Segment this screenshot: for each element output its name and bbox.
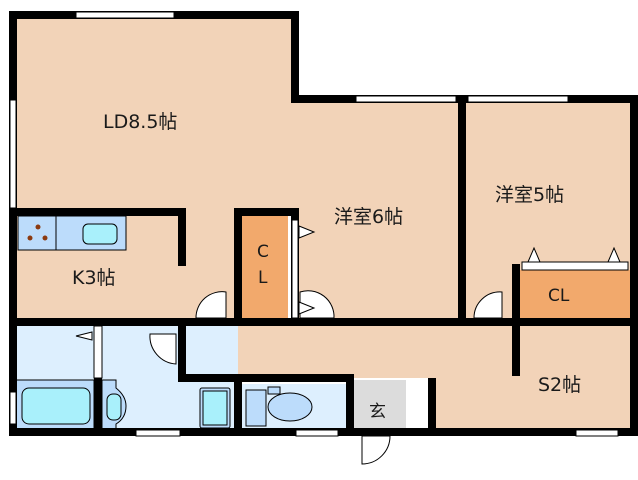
bathtub-icon bbox=[21, 387, 91, 425]
burner-icon bbox=[27, 235, 33, 241]
window-bath-left bbox=[9, 391, 17, 425]
burner-icon bbox=[35, 224, 41, 230]
toilet-bowl-icon bbox=[267, 392, 313, 422]
arrow-icon bbox=[607, 246, 621, 263]
room-label-western5: 洋室5帖 bbox=[495, 184, 565, 206]
closet-door-vertical bbox=[291, 219, 299, 319]
room-storage bbox=[436, 322, 632, 432]
closet-label-l: L bbox=[258, 268, 268, 288]
entrance-floor bbox=[354, 380, 406, 432]
arrow-icon bbox=[298, 225, 316, 239]
arrow-icon bbox=[527, 246, 541, 263]
closet-label-c: C bbox=[257, 242, 269, 262]
door-entrance bbox=[361, 435, 391, 465]
fixtures bbox=[15, 215, 342, 433]
closet-label-cl: CL bbox=[548, 286, 570, 306]
room-label-kitchen: K3帖 bbox=[72, 267, 116, 289]
burner-icon bbox=[42, 235, 48, 241]
bath-door bbox=[93, 325, 103, 379]
room-label-western6: 洋室6帖 bbox=[334, 206, 404, 228]
toilet-lid-icon bbox=[267, 386, 281, 395]
room-western6 bbox=[292, 100, 462, 322]
closet-door-horizontal bbox=[521, 261, 629, 271]
closet-horizontal bbox=[520, 270, 630, 320]
window-wash-bottom bbox=[135, 429, 181, 437]
washing-machine-icon bbox=[202, 390, 228, 426]
door-w5 bbox=[473, 291, 503, 319]
arrow-icon bbox=[75, 331, 93, 341]
sink-basin-icon bbox=[82, 223, 118, 245]
arrow-icon bbox=[298, 301, 316, 315]
entrance-label: 玄 bbox=[369, 402, 386, 422]
room-fills bbox=[16, 18, 632, 432]
window-ld-left bbox=[9, 99, 17, 209]
window-w6-top bbox=[355, 95, 457, 103]
door-wash bbox=[149, 333, 177, 365]
stove-counter bbox=[17, 215, 57, 251]
window-storage-bottom bbox=[575, 429, 619, 437]
room-label-ld: LD8.5帖 bbox=[103, 111, 178, 133]
room-ld bbox=[16, 18, 292, 210]
washbasin-icon bbox=[106, 393, 122, 421]
windows bbox=[9, 11, 619, 437]
door-kitchen bbox=[195, 291, 227, 319]
door-w6 bbox=[299, 290, 335, 319]
doors bbox=[75, 219, 629, 465]
window-toilet-bottom bbox=[295, 429, 339, 437]
toilet-tank-icon bbox=[245, 389, 267, 427]
closet-vertical bbox=[242, 216, 288, 320]
window-w5-top bbox=[467, 95, 569, 103]
room-label-storage: S2帖 bbox=[538, 374, 582, 396]
window-ld-top bbox=[75, 11, 175, 19]
